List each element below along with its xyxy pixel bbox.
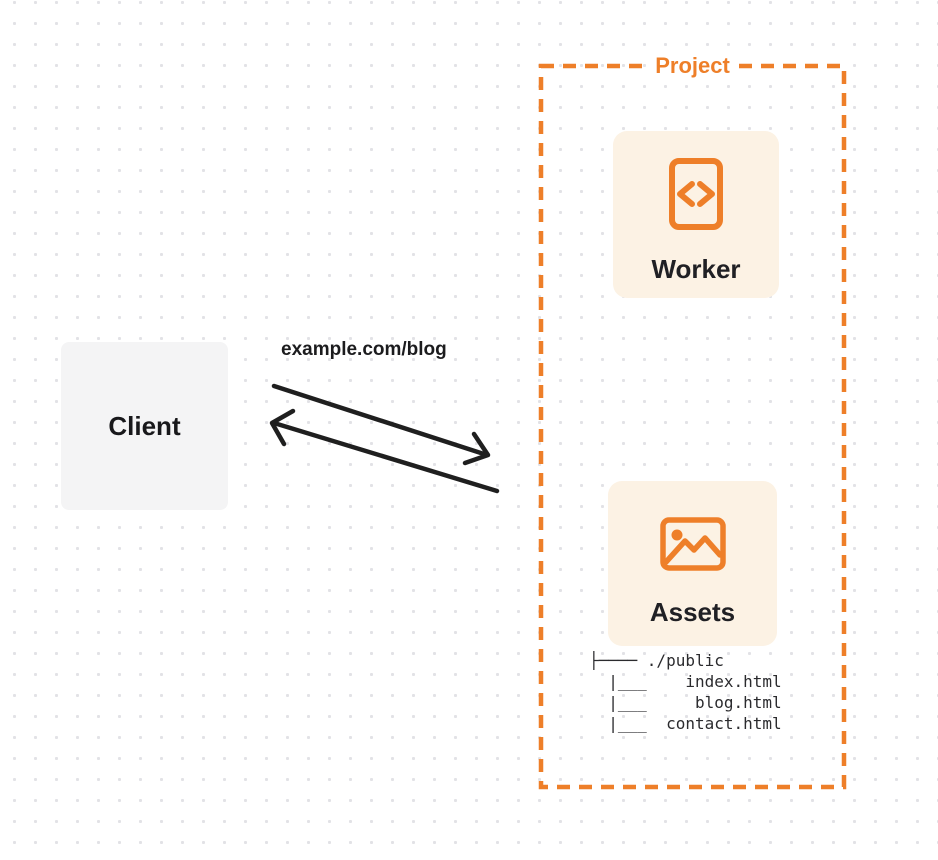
code-file-icon [669,158,723,230]
image-icon [659,517,726,571]
worker-node: Worker [613,131,779,298]
response-arrow [269,408,500,494]
request-arrow [271,383,491,466]
file-tree-contact: |___ contact.html [589,714,782,733]
file-tree: ├──── ./public |___ index.html |___ blog… [589,650,782,734]
client-label: Client [108,410,181,441]
file-tree-blog: |___ blog.html [589,693,782,712]
assets-node: Assets [608,481,777,646]
project-label: Project [648,51,737,80]
client-node: Client [61,342,228,510]
project-dashed-border [538,63,847,790]
assets-label: Assets [649,597,736,627]
request-url-label: example.com/blog [281,339,447,360]
file-tree-root: ├──── ./public [589,651,724,670]
project-label-row: Project [541,51,844,80]
worker-label: Worker [651,254,741,284]
file-tree-index: |___ index.html [589,672,782,691]
